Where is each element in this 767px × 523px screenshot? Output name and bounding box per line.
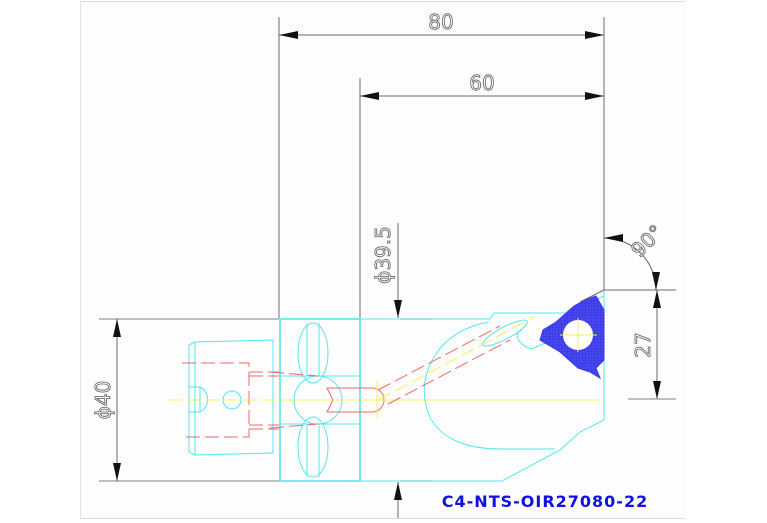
height-offset-label: 27 — [631, 332, 655, 357]
dimension-head-length: 60 — [359, 71, 604, 318]
angle-label: 90° — [626, 220, 668, 262]
shank-body — [168, 339, 280, 456]
head-length-label: 60 — [469, 71, 494, 95]
dimension-height-offset: 27 — [628, 290, 676, 400]
overall-length-label: 80 — [428, 10, 453, 34]
dimension-angle: 90° — [603, 220, 676, 291]
dimension-shank-diameter: ϕ40 — [91, 318, 279, 482]
coolant-channel — [377, 316, 535, 405]
drawing-frame — [80, 1, 686, 519]
bore-diameter-label: ϕ39.5 — [371, 226, 395, 284]
dimension-bore-diameter: ϕ39.5 — [371, 223, 432, 518]
dimension-overall-length: 80 — [278, 10, 605, 318]
threading-insert — [539, 289, 605, 380]
part-number-label: C4-NTS-OIR27080-22 — [442, 492, 648, 511]
shank-diameter-label: ϕ40 — [91, 381, 115, 420]
coupling-block — [269, 318, 600, 482]
